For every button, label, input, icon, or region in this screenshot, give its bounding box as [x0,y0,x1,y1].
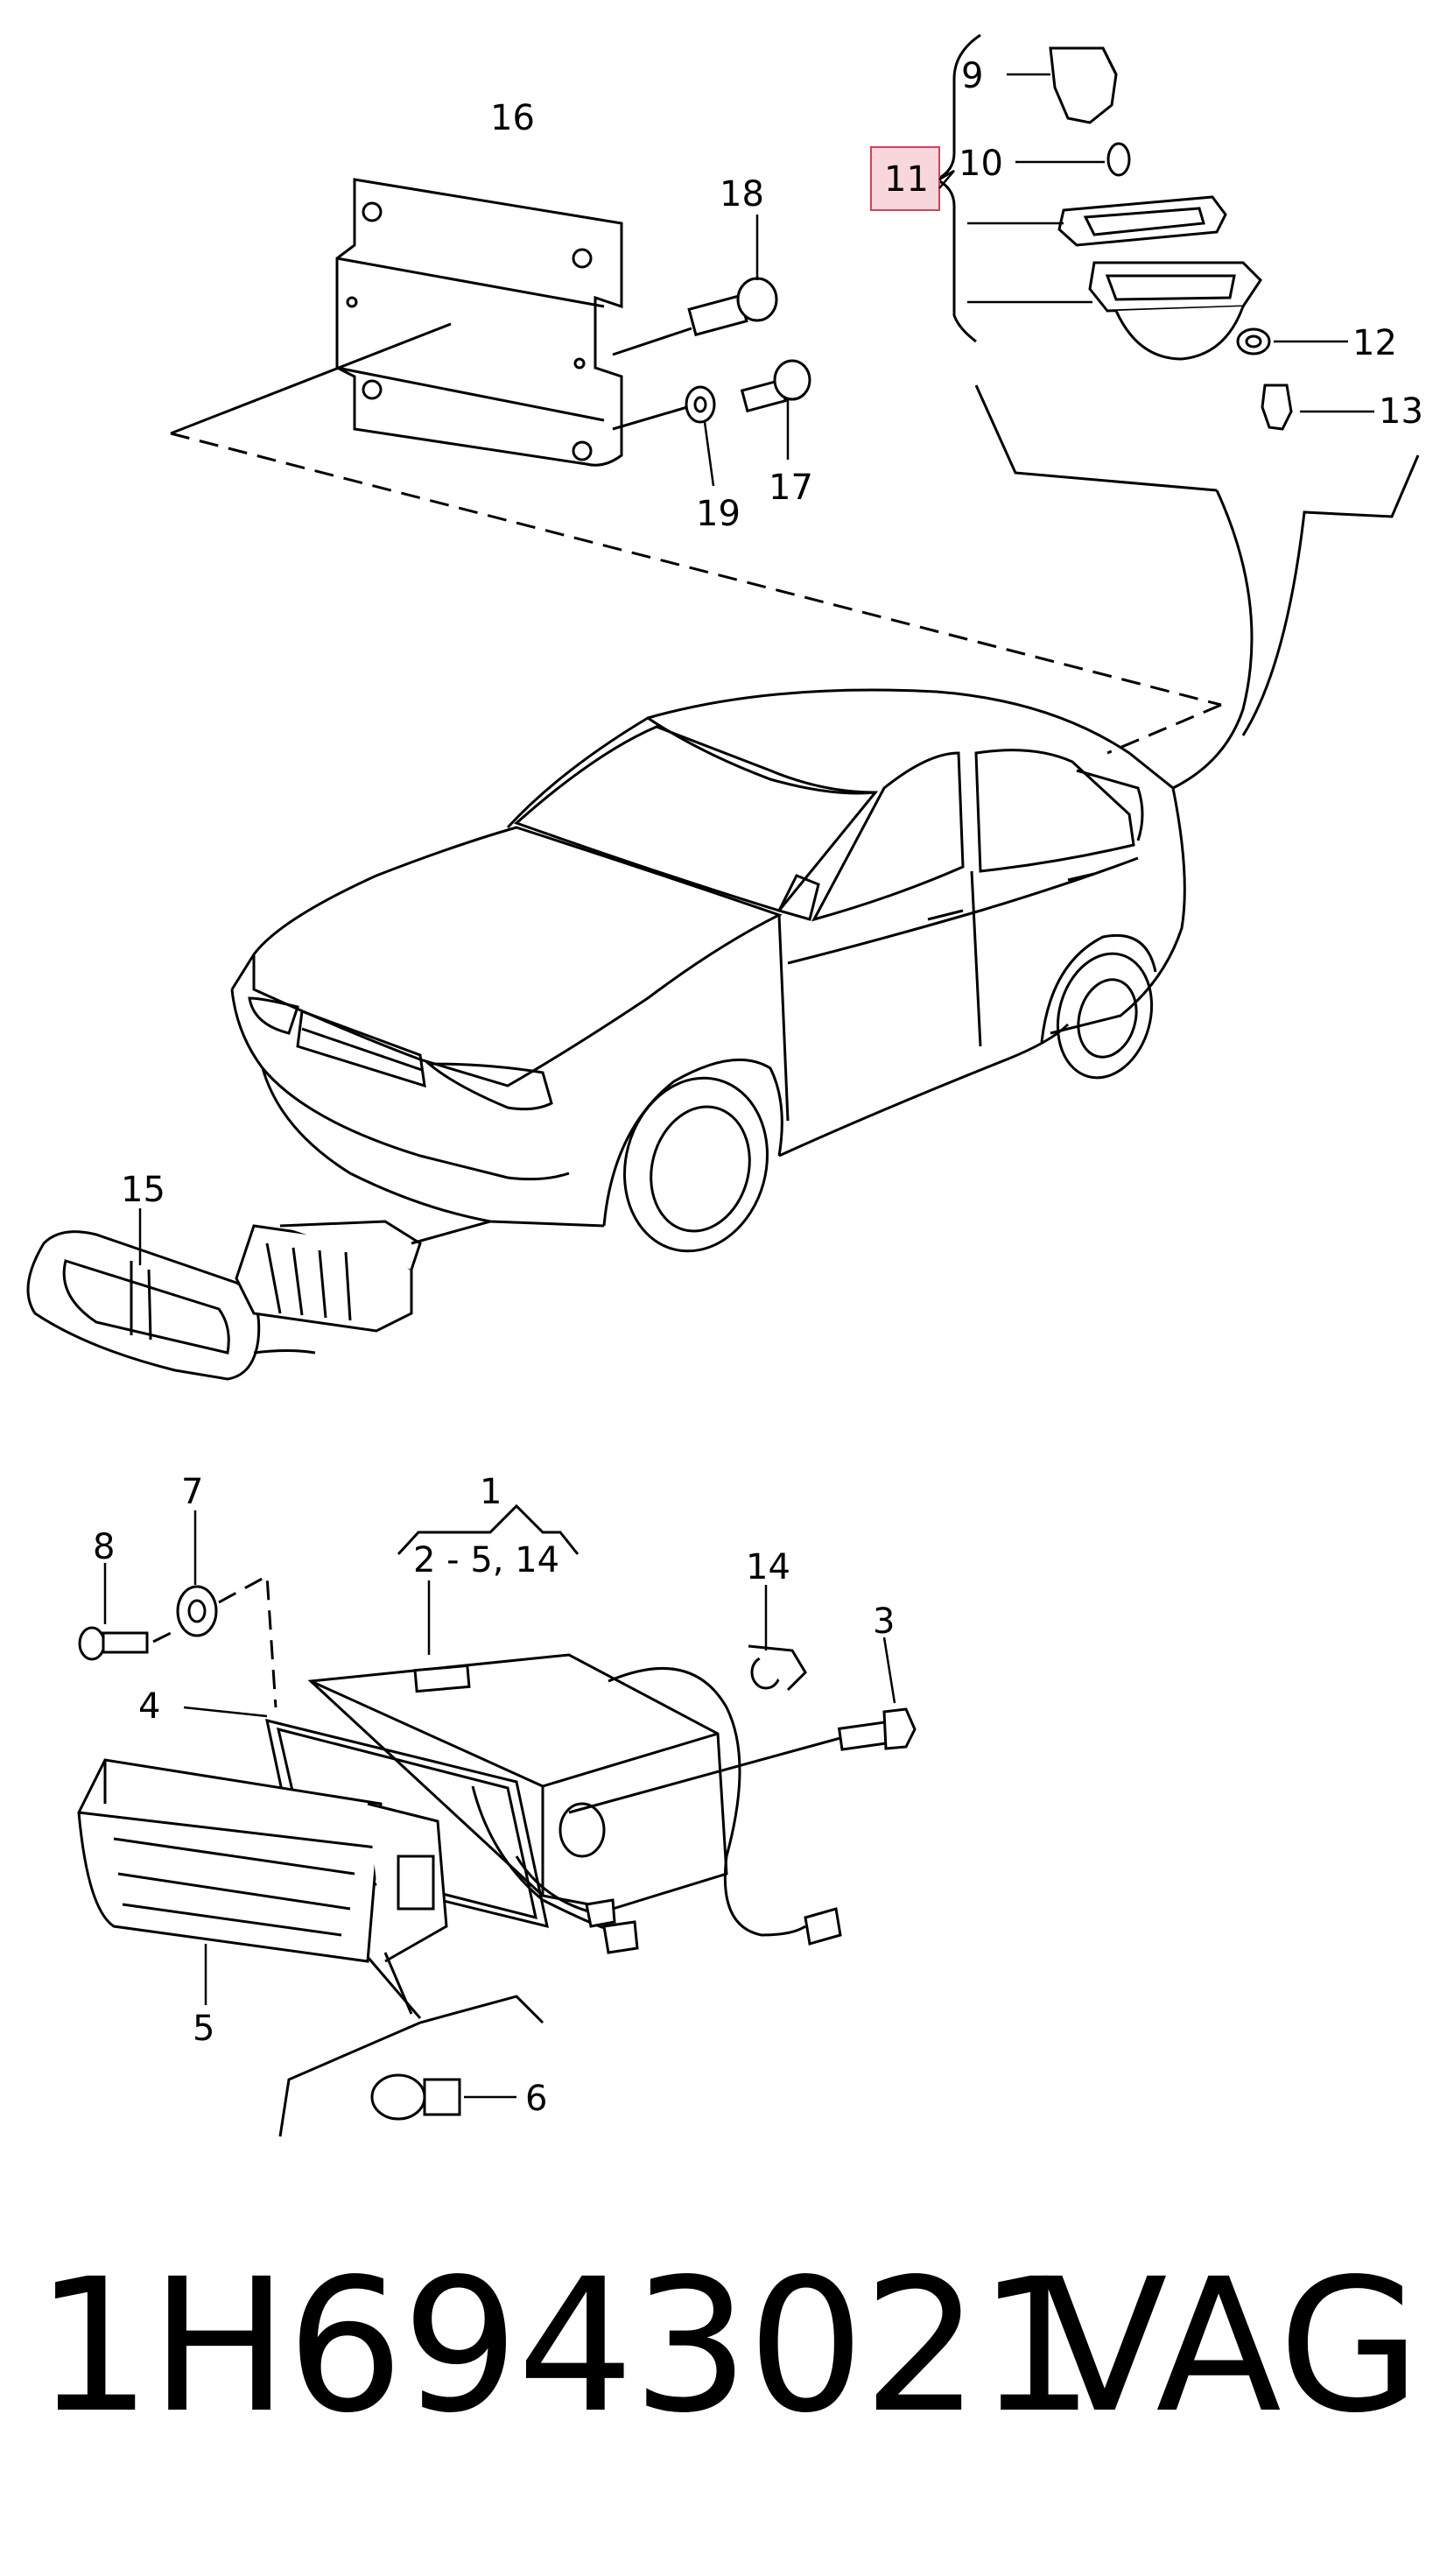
screw-8 [78,1563,149,1661]
bulb-holder-14 [748,1585,807,1692]
callout-10: 10 [959,144,1003,184]
callout-16: 16 [490,98,535,138]
callout-18: 18 [720,174,764,215]
fog-lamp-unit [235,1220,491,1333]
callout-5: 5 [193,2009,214,2049]
callout-17: 17 [769,468,813,508]
license-lamp-assembly [933,33,1374,431]
callout-14: 14 [746,1547,790,1587]
callout-1-range: 2 - 5, 14 [413,1540,559,1580]
bulb-6 [370,2073,516,2121]
callout-6: 6 [525,2079,547,2119]
callout-1: 1 [480,1472,502,1512]
callout-labels: 16 18 19 17 9 10 11 12 13 15 1 2 - 5, 14… [93,56,1423,2119]
callout-8: 8 [93,1527,115,1567]
callout-3: 3 [873,1601,895,1642]
brand-name: VAG [1042,2239,1421,2453]
exploded-parts-diagram: 16 18 19 17 9 10 11 12 13 15 1 2 - 5, 14… [26,33,1423,2137]
callout-13: 13 [1379,391,1423,432]
nut-7 [152,1510,277,1708]
callout-11: 11 [884,159,929,200]
screw-17 [740,359,811,413]
callout-9: 9 [961,56,983,96]
footer: 1H6943021 VAG [0,2242,1447,2452]
screw-18 [612,277,778,356]
callout-4: 4 [138,1686,160,1727]
washer-19 [612,385,716,431]
fog-light-housing [307,1653,728,1911]
fog-light-lens [77,1758,448,1963]
part-number: 1H6943021 [35,2239,1095,2453]
fog-lamp-cover [26,1230,316,1381]
callout-12: 12 [1352,323,1397,363]
callout-15: 15 [121,1170,165,1210]
callout-7: 7 [181,1472,203,1512]
car-illustration [230,688,1186,1253]
license-plate-bracket [335,178,623,467]
callout-19: 19 [696,494,741,534]
bolt-3 [568,1636,917,1814]
